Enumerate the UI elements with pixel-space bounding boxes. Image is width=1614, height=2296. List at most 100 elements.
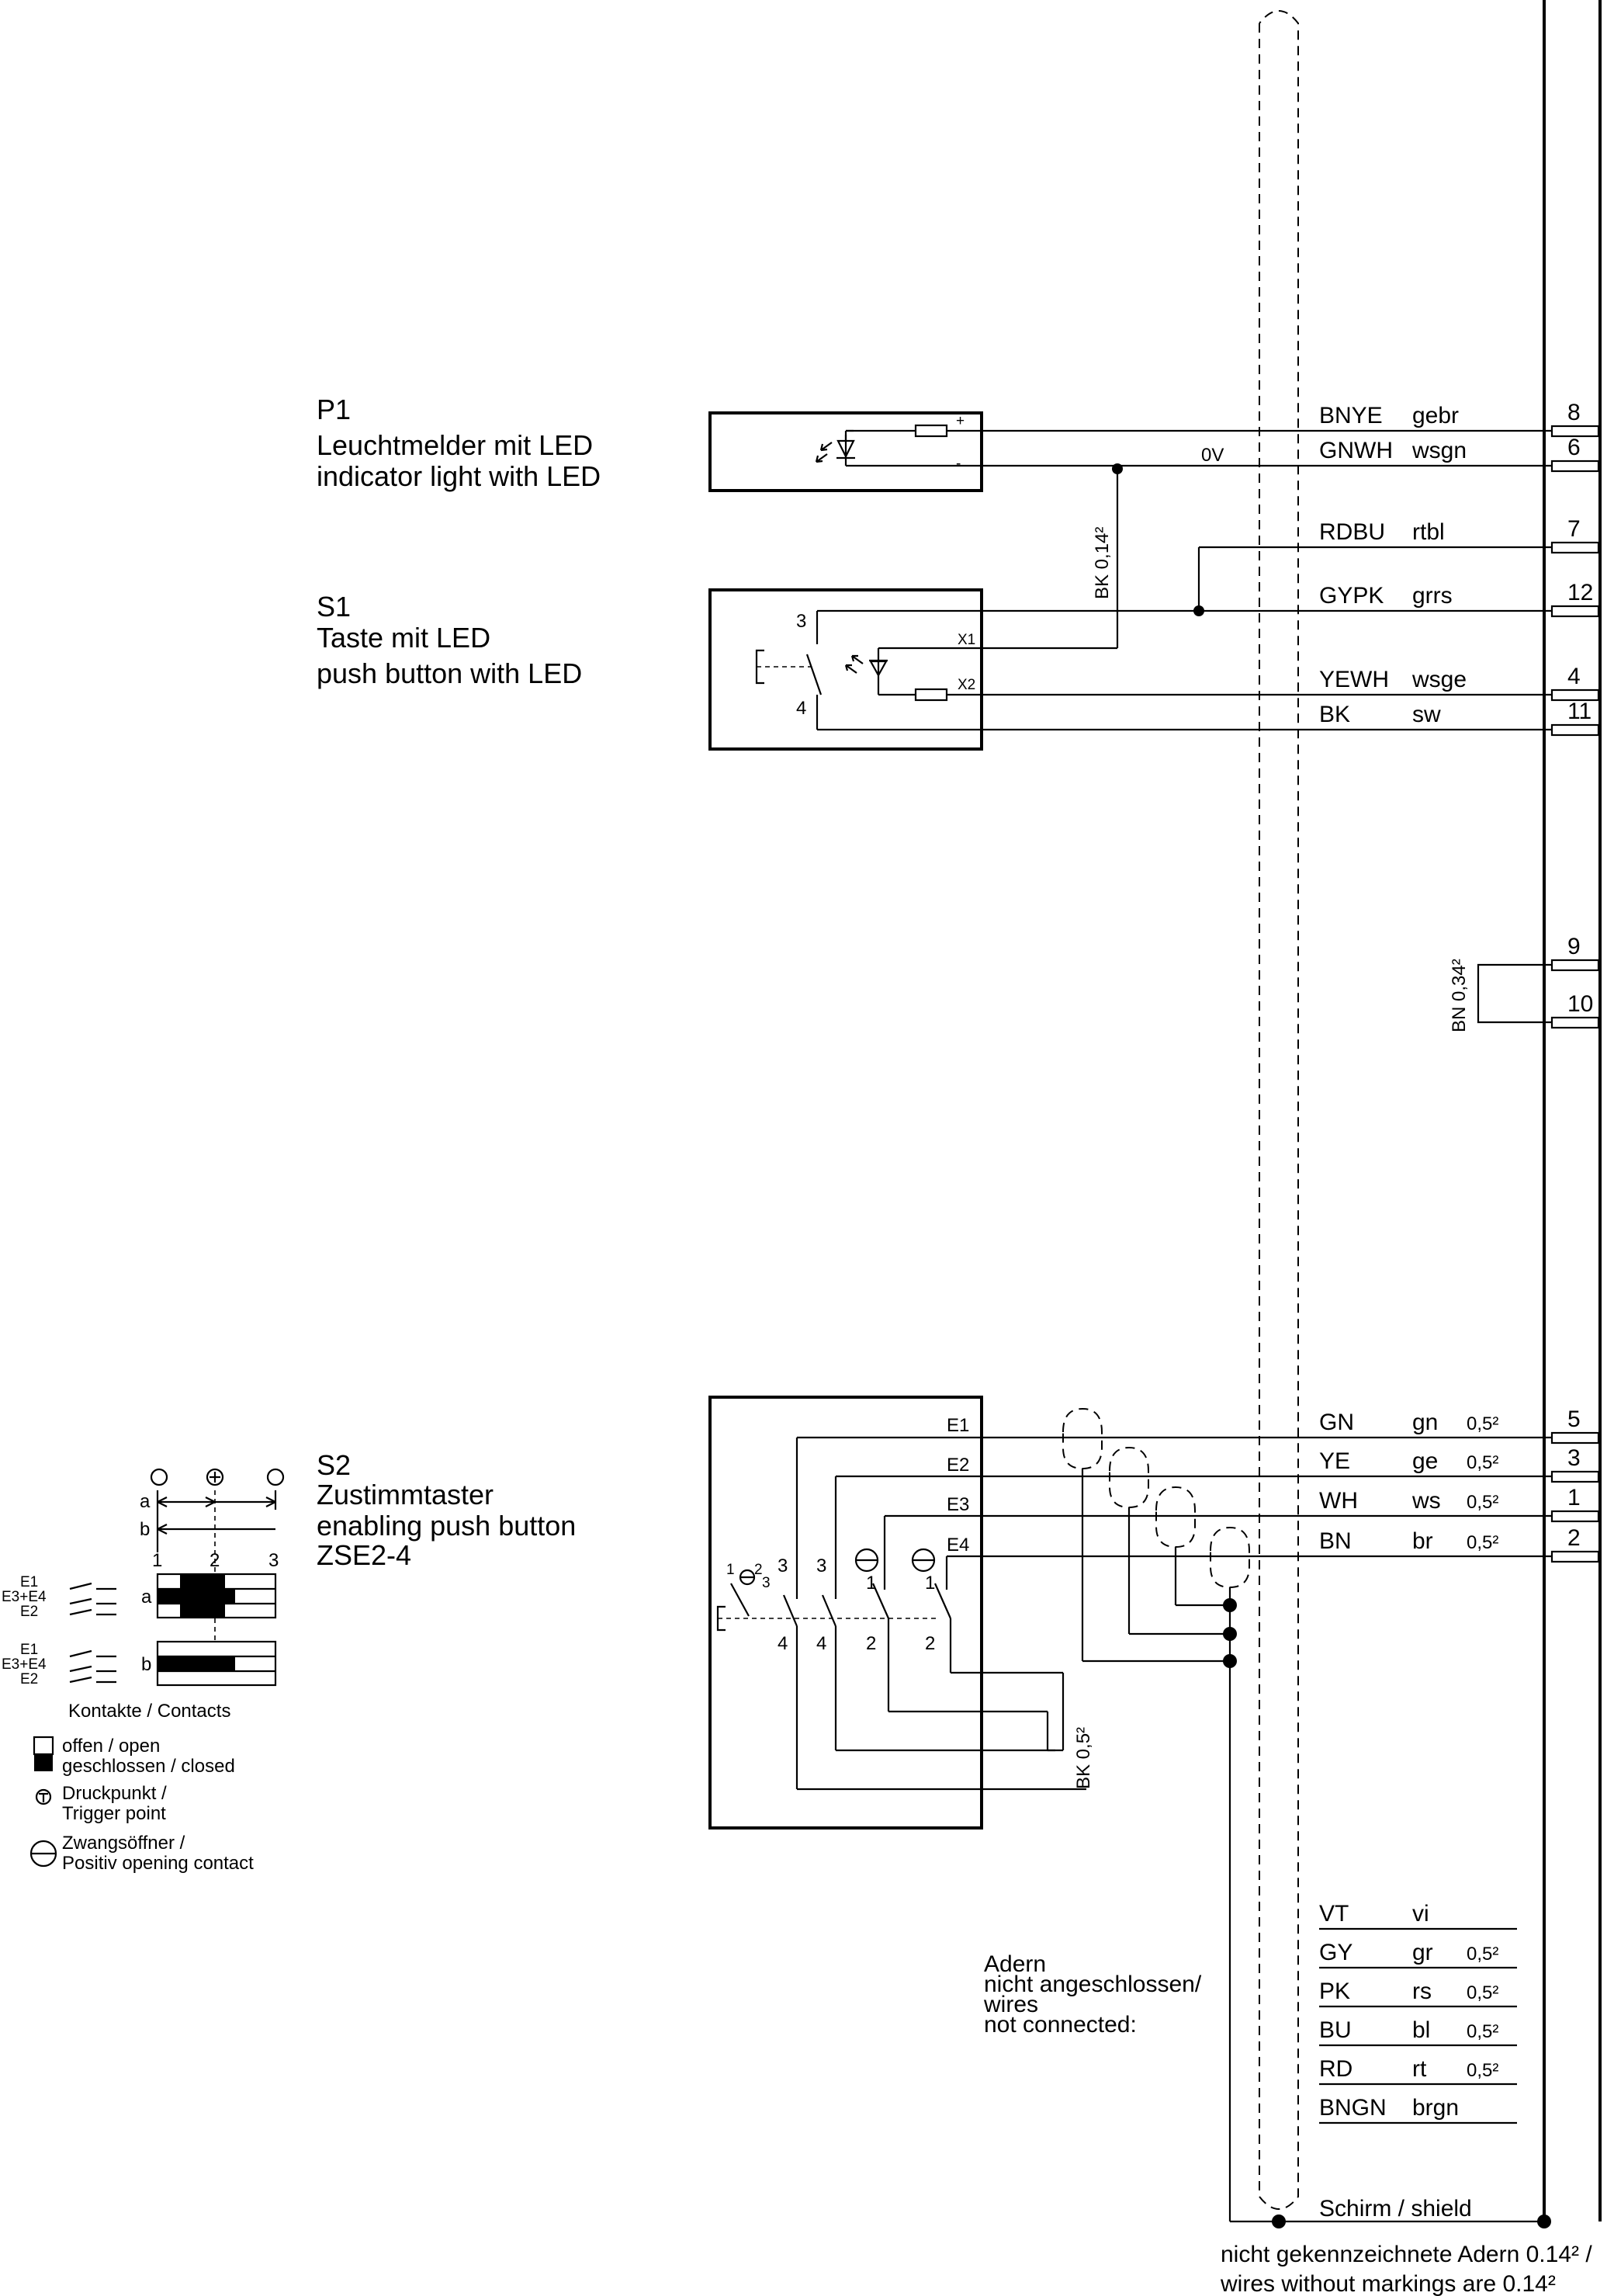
unconnected-label-4: not connected:: [984, 2012, 1137, 2038]
s2-designator: S2: [317, 1449, 351, 1481]
s2-pin-4a: 4: [778, 1633, 788, 1654]
label-0v: 0V: [1201, 445, 1224, 466]
s2-e4: E4: [947, 1535, 969, 1556]
wire-code: GNWH: [1319, 438, 1393, 463]
legend-a-e2: E2: [20, 1604, 38, 1620]
wire-color-de: gn: [1412, 1410, 1438, 1435]
footnote-1: nicht gekennzeichnete Adern 0.14² /: [1221, 2242, 1592, 2267]
unconnected-label-1: Adern: [984, 1951, 1046, 1977]
wire-code: GYPK: [1319, 583, 1384, 609]
terminal-block: [1550, 1550, 1600, 1563]
s1-designator: S1: [317, 591, 351, 623]
wire-code: BNYE: [1319, 403, 1383, 428]
wire-code: YE: [1319, 1448, 1350, 1474]
wire-size: 0,5²: [1467, 1492, 1498, 1513]
s2-model: ZSE2-4: [317, 1539, 411, 1571]
terminal-block: [1550, 460, 1600, 473]
legend-b-e2: E2: [20, 1671, 38, 1687]
unconnected-block: Adern nicht angeschlossen/ wires not con…: [983, 1951, 1202, 2038]
unconnected-code: BNGN: [1319, 2095, 1387, 2121]
p1-name-en: indicator light with LED: [317, 460, 601, 492]
legend-a-e3e4: E3+E4: [2, 1589, 47, 1605]
terminal-block: [1550, 541, 1600, 554]
unconnected-size: 0,5²: [1467, 1944, 1498, 1965]
s2-e3: E3: [947, 1494, 969, 1515]
wire-size: 0,5²: [1467, 1413, 1498, 1434]
wire-size: 0,5²: [1467, 1532, 1498, 1553]
wire-color-de: ge: [1412, 1448, 1438, 1474]
s2-e2: E2: [947, 1455, 969, 1476]
unconnected-label-2: nicht angeschlossen/: [984, 1972, 1202, 1997]
unconnected-size: 0,5²: [1467, 1982, 1498, 2003]
unconnected-code: VT: [1319, 1901, 1349, 1927]
wire-color-de: grrs: [1412, 583, 1453, 609]
unconnected-color-de: vi: [1412, 1901, 1429, 1927]
unconnected-color-de: bl: [1412, 2017, 1430, 2043]
wire-size: 0,5²: [1467, 1452, 1498, 1473]
s2-e1: E1: [947, 1415, 969, 1436]
legend-closed: geschlossen / closed: [62, 1756, 235, 1777]
unconnected-color-de: rt: [1412, 2056, 1427, 2082]
wire-color-de: br: [1412, 1528, 1433, 1554]
wire-code: GN: [1319, 1410, 1354, 1435]
terminal-block: [1550, 959, 1600, 972]
footnote-2: wires without markings are 0.14²: [1220, 2271, 1556, 2296]
s2-pin-4b: 4: [816, 1633, 826, 1654]
unconnected-color-de: rs: [1412, 1979, 1432, 2004]
s1-name-de: Taste mit LED: [317, 622, 490, 654]
legend-row-a: a: [140, 1491, 151, 1512]
terminal-number: 11: [1567, 699, 1591, 724]
terminal-number: 10: [1567, 991, 1593, 1017]
s1-pin-3: 3: [796, 611, 806, 632]
legend-open: offen / open: [62, 1736, 160, 1757]
legend-pos-3: 3: [268, 1550, 279, 1571]
legend-pos-1: 1: [152, 1550, 162, 1571]
legend-b-e3e4: E3+E4: [2, 1656, 47, 1673]
terminal-number: 3: [1567, 1445, 1581, 1471]
legend-trigger-2: Trigger point: [62, 1803, 166, 1824]
terminal-block: [1550, 1470, 1600, 1483]
legend-b-row: b: [141, 1654, 151, 1675]
wire-code: BK: [1319, 702, 1350, 727]
s1-pin-4: 4: [796, 698, 806, 719]
p1-designator: P1: [317, 394, 351, 425]
legend-positive-2: Positiv opening contact: [62, 1853, 254, 1874]
terminal-block: [1550, 1431, 1600, 1445]
terminal-number: 1: [1567, 1485, 1581, 1510]
terminal-number: 6: [1567, 435, 1581, 460]
label-bk014: BK 0,14²: [1092, 527, 1113, 599]
s2-name-de: Zustimmtaster: [317, 1479, 494, 1510]
terminal-block: [1550, 688, 1600, 702]
wire-color-de: sw: [1412, 702, 1441, 727]
cable-shield: [1259, 10, 1299, 2210]
s2-enabling-switch: E1 E2 E3 E4 3 3 1 1 4 4 2: [708, 1396, 1094, 1830]
wire-color-de: wsgn: [1411, 438, 1467, 463]
legend-trigger-1: Druckpunkt /: [62, 1783, 167, 1804]
s2-label: S2 Zustimmtaster enabling push button ZS…: [317, 1449, 576, 1571]
s1-x1: X1: [958, 632, 975, 648]
terminal-number: 4: [1567, 664, 1581, 689]
label-bk05: BK 0,5²: [1073, 1727, 1094, 1789]
unconnected-code: GY: [1319, 1940, 1353, 1965]
wire-color-de: wsge: [1411, 667, 1467, 692]
shield-label: Schirm / shield: [1319, 2196, 1472, 2221]
s2-selector-2: 2: [754, 1562, 763, 1578]
unconnected-code: PK: [1319, 1979, 1350, 2004]
unconnected-code: RD: [1319, 2056, 1353, 2082]
legend-pos-2: 2: [210, 1550, 220, 1571]
s2-selector-3: 3: [762, 1575, 771, 1591]
terminal-number: 5: [1567, 1406, 1581, 1432]
label-bn034: BN 0,34²: [1449, 959, 1470, 1032]
legend-b-e1: E1: [20, 1642, 38, 1658]
contact-legend: a b 1 2 3 E1 E3+E4 E2 a E1 E3+E4 E2 b K: [2, 1468, 285, 1874]
p1-plus: +: [956, 413, 965, 429]
wire-color-de: rtbl: [1412, 519, 1445, 545]
terminal-block: [1550, 723, 1600, 737]
wire-code: WH: [1319, 1488, 1358, 1514]
wire-code: YEWH: [1319, 667, 1389, 692]
unconnected-size: 0,5²: [1467, 2021, 1498, 2042]
unconnected-color-de: gr: [1412, 1940, 1433, 1965]
lower-wires: [982, 1407, 1552, 2228]
